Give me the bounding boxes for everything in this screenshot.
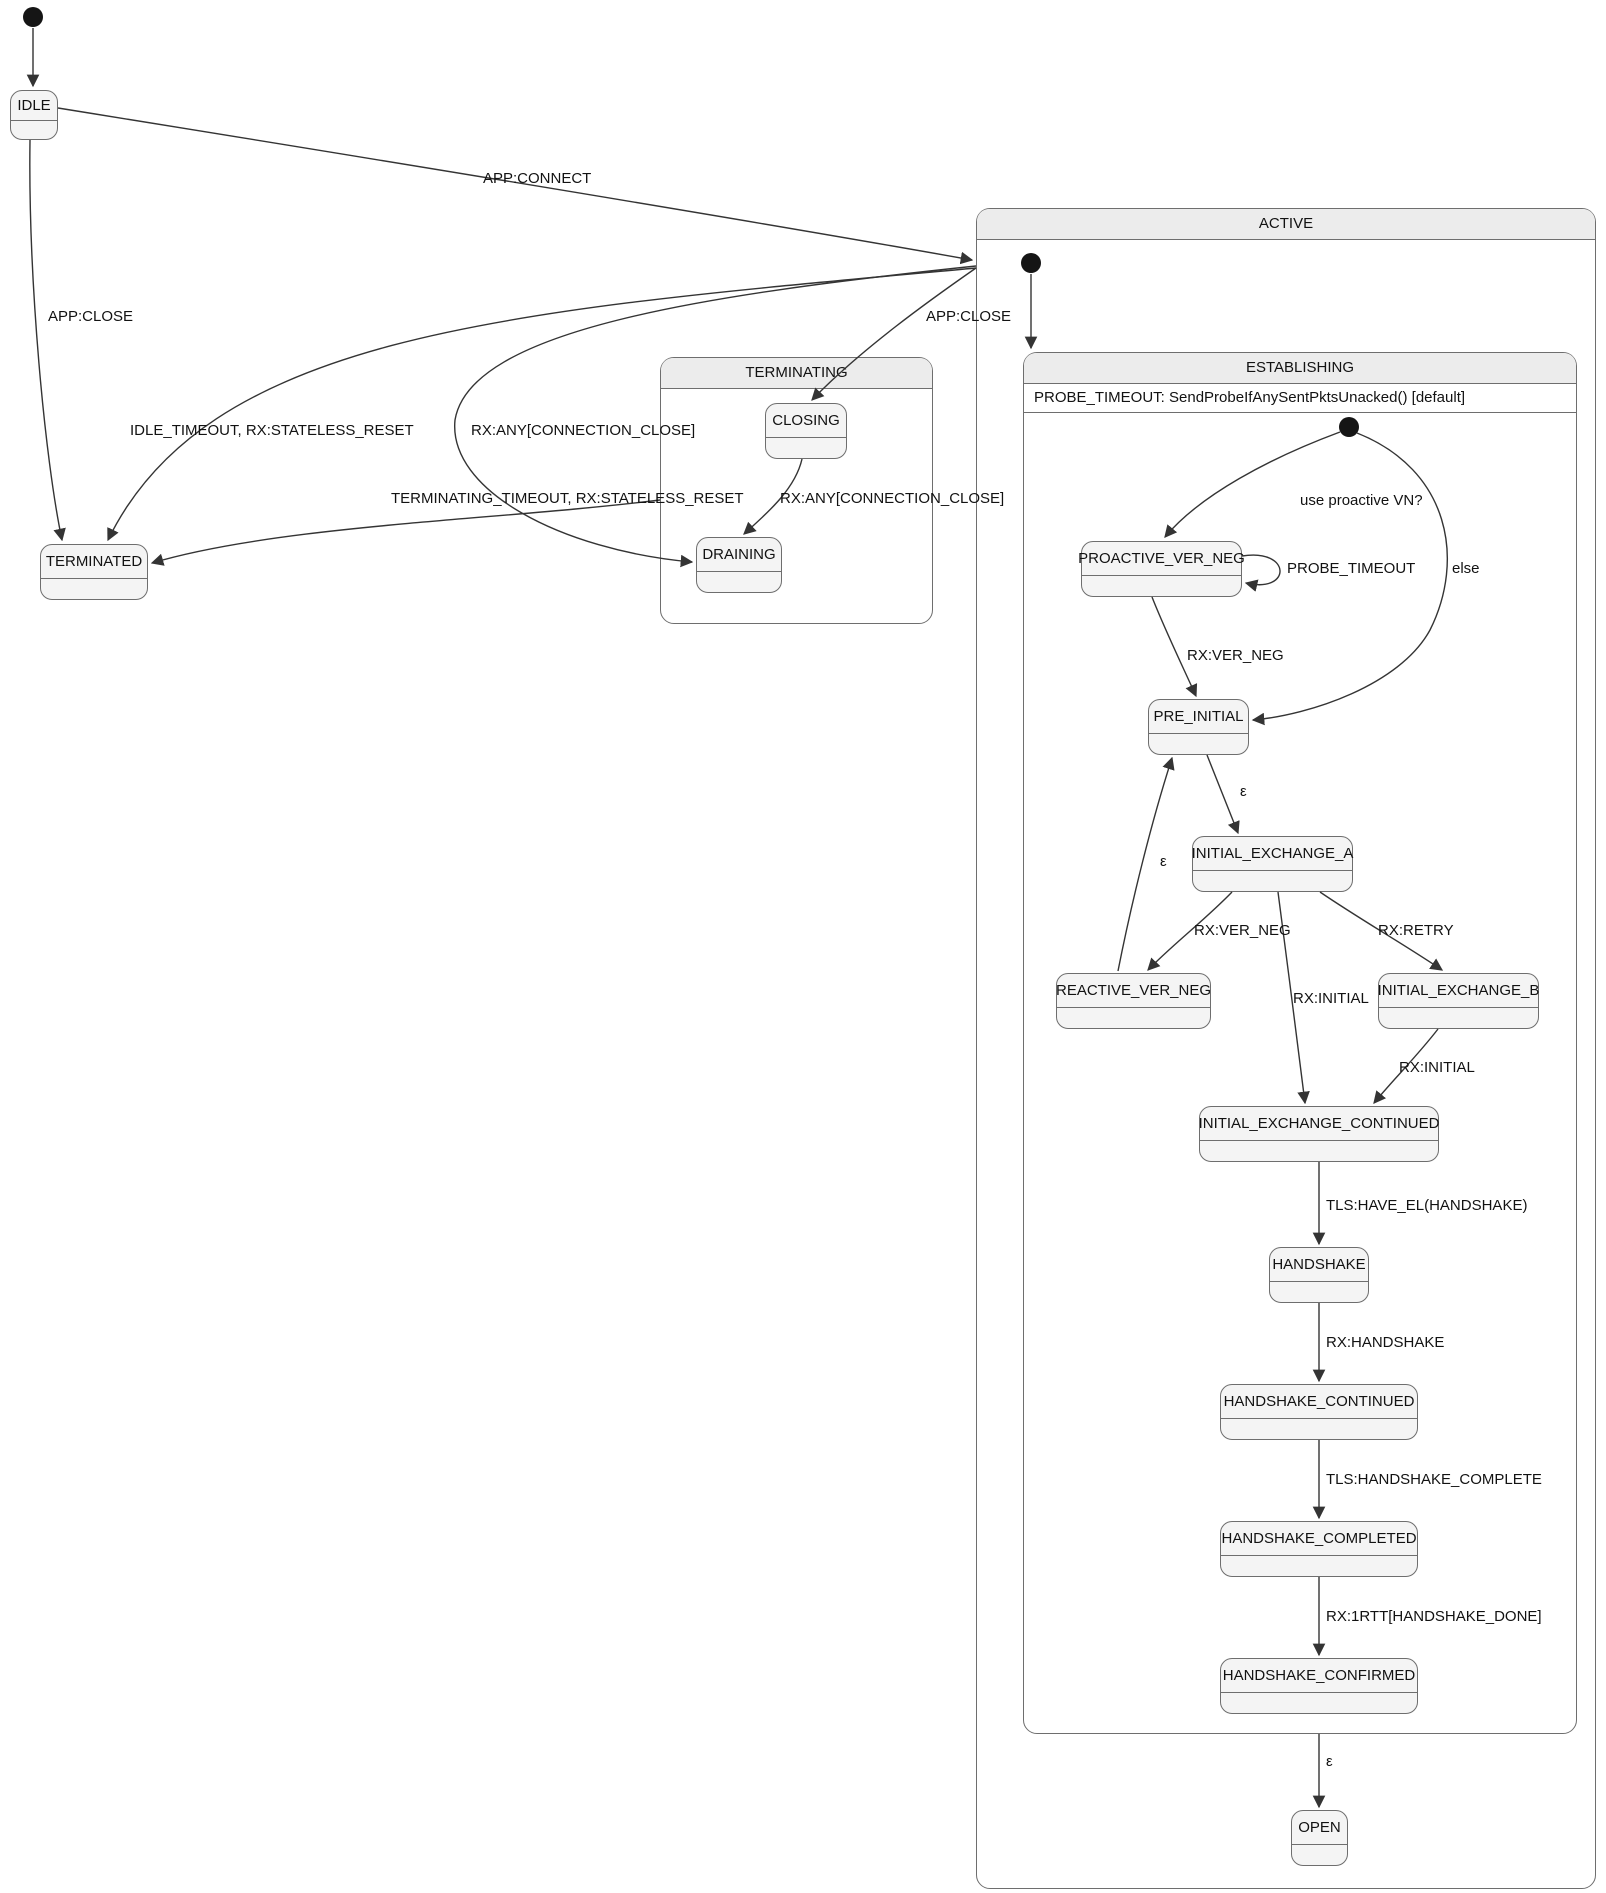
state-idle: IDLE	[10, 90, 58, 140]
edge-label-else: else	[1452, 560, 1480, 577]
edge-idle-to-terminated	[29, 139, 66, 542]
state-handshake-confirmed: HANDSHAKE_CONFIRMED	[1220, 1658, 1418, 1714]
edge-label-rx-ver-neg-2: RX:VER_NEG	[1194, 922, 1291, 939]
edge-label-rx-retry: RX:RETRY	[1378, 922, 1454, 939]
edge-label-epsilon-1: ε	[1240, 783, 1247, 800]
edge-label-epsilon-3: ε	[1326, 1753, 1333, 1770]
edge-label-rx-initial-a: RX:INITIAL	[1293, 990, 1369, 1007]
state-initial-exchange-b: INITIAL_EXCHANGE_B	[1378, 973, 1539, 1029]
initial-state-dot	[23, 7, 43, 27]
edge-label-epsilon-2: ε	[1160, 853, 1167, 870]
state-open: OPEN	[1291, 1810, 1348, 1866]
edge-label-app-close-left: APP:CLOSE	[48, 308, 134, 325]
state-closing: CLOSING	[765, 403, 847, 459]
edge-label-terminating-timeout: TERMINATING_TIMEOUT, RX:STATELESS_RESET	[391, 490, 744, 507]
edge-label-tls-have-el: TLS:HAVE_EL(HANDSHAKE)	[1326, 1197, 1528, 1214]
composite-title-establishing: ESTABLISHING	[1024, 353, 1576, 384]
state-initial-exchange-a: INITIAL_EXCHANGE_A	[1192, 836, 1353, 892]
state-draining: DRAINING	[696, 537, 782, 593]
edge-label-rx-ver-neg-1: RX:VER_NEG	[1187, 647, 1284, 664]
edge-label-app-close-right: APP:CLOSE	[926, 308, 1012, 325]
state-handshake-completed: HANDSHAKE_COMPLETED	[1220, 1521, 1418, 1577]
edge-label-rx-any-active: RX:ANY[CONNECTION_CLOSE]	[471, 422, 696, 439]
edge-terminating-to-terminated	[150, 499, 661, 566]
edge-label-rx-initial-b: RX:INITIAL	[1399, 1059, 1475, 1076]
state-initial-exchange-continued: INITIAL_EXCHANGE_CONTINUED	[1199, 1106, 1439, 1162]
edge-label-use-proactive-vn: use proactive VN?	[1300, 492, 1423, 509]
state-reactive-ver-neg: REACTIVE_VER_NEG	[1056, 973, 1211, 1029]
composite-title-active: ACTIVE	[977, 209, 1595, 240]
composite-title-terminating: TERMINATING	[661, 358, 932, 389]
edge-label-tls-handshake-complete: TLS:HANDSHAKE_COMPLETE	[1326, 1471, 1542, 1488]
establishing-internal-action: PROBE_TIMEOUT: SendProbeIfAnySentPktsUna…	[1024, 384, 1576, 413]
edge-label-rx-any-closing: RX:ANY[CONNECTION_CLOSE]	[780, 490, 1005, 507]
edge-label-app-connect: APP:CONNECT	[483, 170, 592, 187]
state-terminated: TERMINATED	[40, 544, 148, 600]
edge-label-probe-timeout: PROBE_TIMEOUT	[1287, 560, 1416, 577]
state-pre-initial: PRE_INITIAL	[1148, 699, 1249, 755]
state-handshake: HANDSHAKE	[1269, 1247, 1369, 1303]
edge-label-rx-handshake: RX:HANDSHAKE	[1326, 1334, 1445, 1351]
state-proactive-ver-neg: PROACTIVE_VER_NEG	[1078, 541, 1245, 597]
state-handshake-continued: HANDSHAKE_CONTINUED	[1220, 1384, 1418, 1440]
edge-label-idle-timeout: IDLE_TIMEOUT, RX:STATELESS_RESET	[130, 422, 414, 439]
edge-label-rx-1rtt: RX:1RTT[HANDSHAKE_DONE]	[1326, 1608, 1542, 1625]
